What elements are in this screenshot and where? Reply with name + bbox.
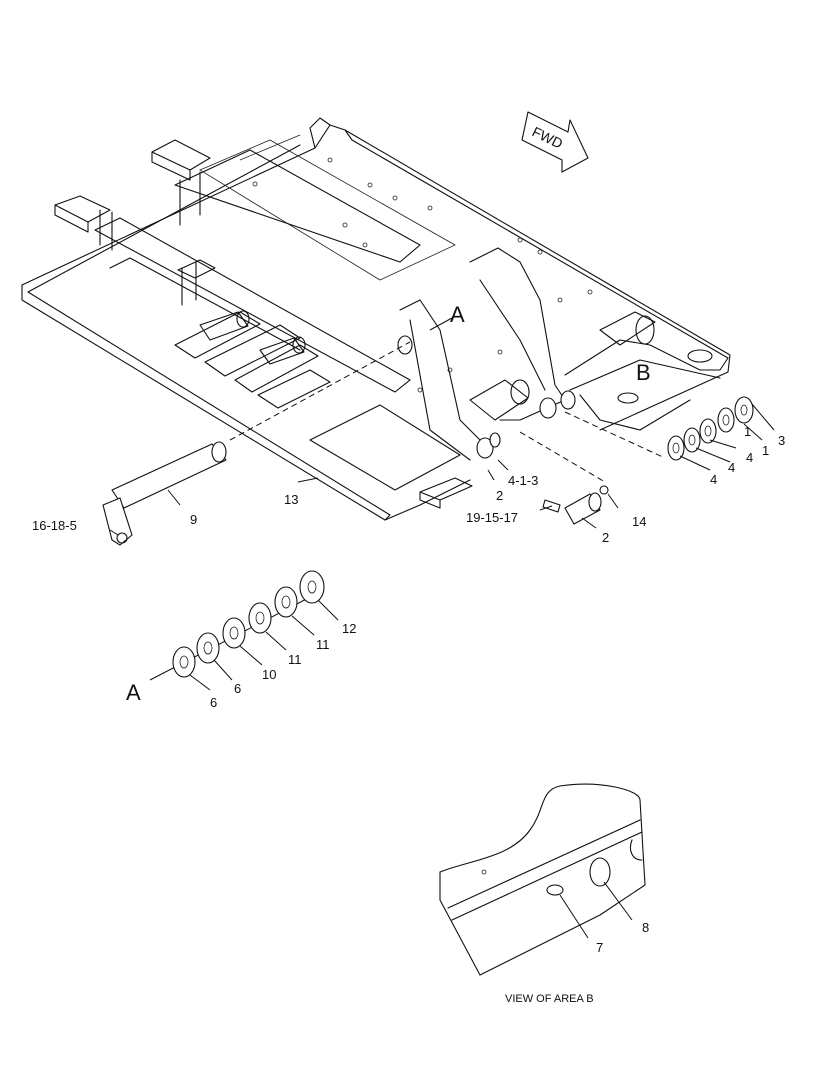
view-letter-a-main: A <box>450 302 465 327</box>
callout-13: 13 <box>284 492 298 507</box>
callout-2b: 2 <box>602 530 609 545</box>
callout-1b: 1 <box>744 424 751 439</box>
callout-2a: 2 <box>496 488 503 503</box>
pin-9 <box>102 441 227 546</box>
callout-9: 9 <box>190 512 197 527</box>
callout-12: 12 <box>342 621 356 636</box>
callout-11a: 11 <box>316 637 330 652</box>
view-letter-b-main: B <box>636 360 651 385</box>
callout-11b: 11 <box>288 652 302 667</box>
callout-3: 3 <box>778 433 785 448</box>
callout-6a: 6 <box>234 681 241 696</box>
callout-19-15-17: 19-15-17 <box>466 510 518 525</box>
callout-14: 14 <box>632 514 646 529</box>
upper-frame-assembly <box>21 117 731 521</box>
leader-lines <box>109 317 775 691</box>
callout-6b: 6 <box>210 695 217 710</box>
callout-4a: 4 <box>746 450 753 465</box>
callout-4-1-3: 4-1-3 <box>508 473 538 488</box>
callout-10: 10 <box>262 667 276 682</box>
callout-7: 7 <box>596 940 603 955</box>
callout-1a: 1 <box>762 443 769 458</box>
callout-4c: 4 <box>728 460 735 475</box>
washer-stack-right <box>667 396 754 461</box>
fwd-arrow-icon: FWD <box>521 111 589 173</box>
callout-8: 8 <box>642 920 649 935</box>
callout-4b: 4 <box>710 472 717 487</box>
washer-stack-a <box>149 570 325 681</box>
pin-2 <box>542 485 609 525</box>
callout-16-18-5: 16-18-5 <box>32 518 77 533</box>
detail-caption: VIEW OF AREA B <box>505 993 594 1005</box>
view-of-area-b-detail <box>439 783 646 976</box>
view-letter-a-detail: A <box>126 680 141 705</box>
